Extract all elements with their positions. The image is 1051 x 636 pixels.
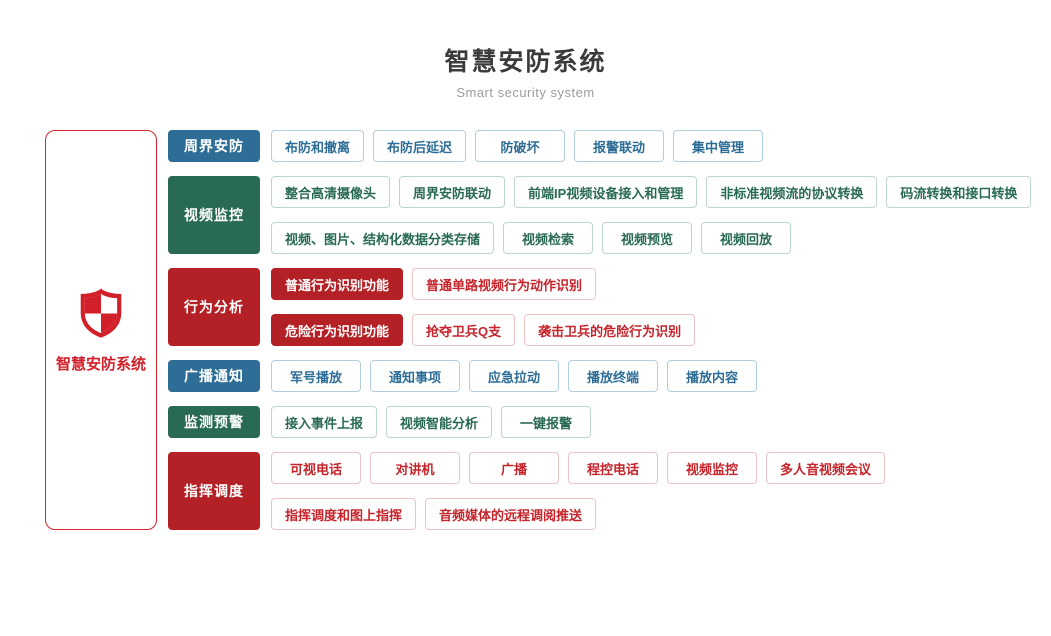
feature-item: 程控电话 bbox=[568, 452, 658, 484]
feature-item: 可视电话 bbox=[271, 452, 361, 484]
feature-item: 集中管理 bbox=[673, 130, 764, 162]
feature-item: 视频预览 bbox=[602, 222, 693, 254]
feature-lines: 军号播放通知事项应急拉动播放终端播放内容 bbox=[271, 360, 757, 392]
feature-line: 视频、图片、结构化数据分类存储视频检索视频预览视频回放 bbox=[271, 222, 1031, 254]
feature-item: 广播 bbox=[469, 452, 559, 484]
page-title: 智慧安防系统 bbox=[444, 48, 607, 76]
feature-line: 可视电话对讲机广播程控电话视频监控多人音视频会议 bbox=[271, 452, 886, 484]
feature-item: 防破坏 bbox=[475, 130, 566, 162]
feature-item: 整合高清摄像头 bbox=[271, 176, 391, 208]
feature-item: 视频检索 bbox=[503, 222, 594, 254]
feature-item: 视频回放 bbox=[701, 222, 792, 254]
feature-line: 普通行为识别功能普通单路视频行为动作识别 bbox=[271, 268, 695, 300]
feature-item: 播放内容 bbox=[667, 360, 757, 392]
feature-row-1: 周界安防布防和撤离布防后延迟防破坏报警联动集中管理 bbox=[168, 130, 1031, 162]
feature-line: 整合高清摄像头周界安防联动前端IP视频设备接入和管理非标准视频流的协议转换码流转… bbox=[271, 176, 1032, 208]
feature-lines: 布防和撤离布防后延迟防破坏报警联动集中管理 bbox=[271, 130, 764, 162]
feature-lines: 可视电话对讲机广播程控电话视频监控多人音视频会议指挥调度和图上指挥音频媒体的远程… bbox=[271, 452, 886, 530]
root-label: 智慧安防系统 bbox=[55, 355, 146, 373]
feature-row-3: 行为分析普通行为识别功能普通单路视频行为动作识别危险行为识别功能抢夺卫兵Q支袭击… bbox=[168, 268, 1031, 346]
page-header: 智慧安防系统 Smart security system bbox=[0, 0, 1051, 100]
feature-line: 指挥调度和图上指挥音频媒体的远程调阅推送 bbox=[271, 498, 885, 530]
feature-item: 布防后延迟 bbox=[373, 130, 467, 162]
feature-item: 周界安防联动 bbox=[399, 176, 506, 208]
feature-row-4: 广播通知军号播放通知事项应急拉动播放终端播放内容 bbox=[168, 360, 1031, 392]
feature-item: 音频媒体的远程调阅推送 bbox=[425, 498, 597, 530]
feature-line: 布防和撤离布防后延迟防破坏报警联动集中管理 bbox=[271, 130, 764, 162]
feature-item: 军号播放 bbox=[271, 360, 361, 392]
feature-item: 视频智能分析 bbox=[386, 406, 493, 438]
feature-item: 报警联动 bbox=[574, 130, 665, 162]
shield-icon bbox=[80, 288, 122, 338]
feature-row-6: 指挥调度可视电话对讲机广播程控电话视频监控多人音视频会议指挥调度和图上指挥音频媒… bbox=[168, 452, 1031, 530]
category-block: 指挥调度 bbox=[168, 452, 260, 530]
root-panel: 智慧安防系统 bbox=[45, 130, 157, 530]
feature-rows: 周界安防布防和撤离布防后延迟防破坏报警联动集中管理视频监控整合高清摄像头周界安防… bbox=[168, 130, 1032, 530]
feature-lines: 整合高清摄像头周界安防联动前端IP视频设备接入和管理非标准视频流的协议转换码流转… bbox=[271, 176, 1032, 254]
feature-item: 码流转换和接口转换 bbox=[886, 176, 1032, 208]
feature-item: 普通行为识别功能 bbox=[271, 268, 404, 300]
feature-item: 袭击卫兵的危险行为识别 bbox=[524, 314, 696, 346]
feature-item: 前端IP视频设备接入和管理 bbox=[514, 176, 698, 208]
feature-item: 危险行为识别功能 bbox=[271, 314, 404, 346]
feature-diagram: 智慧安防系统 周界安防布防和撤离布防后延迟防破坏报警联动集中管理视频监控整合高清… bbox=[0, 100, 1051, 530]
feature-line: 接入事件上报视频智能分析一键报警 bbox=[271, 406, 592, 438]
feature-lines: 普通行为识别功能普通单路视频行为动作识别危险行为识别功能抢夺卫兵Q支袭击卫兵的危… bbox=[271, 268, 696, 346]
feature-item: 布防和撤离 bbox=[271, 130, 365, 162]
feature-item: 接入事件上报 bbox=[271, 406, 378, 438]
category-block: 行为分析 bbox=[168, 268, 260, 346]
feature-item: 视频、图片、结构化数据分类存储 bbox=[271, 222, 495, 254]
feature-item: 指挥调度和图上指挥 bbox=[271, 498, 417, 530]
feature-item: 对讲机 bbox=[370, 452, 460, 484]
feature-item: 抢夺卫兵Q支 bbox=[412, 314, 516, 346]
feature-item: 播放终端 bbox=[568, 360, 658, 392]
feature-item: 一键报警 bbox=[501, 406, 592, 438]
feature-item: 通知事项 bbox=[370, 360, 460, 392]
feature-lines: 接入事件上报视频智能分析一键报警 bbox=[271, 406, 592, 438]
category-block: 视频监控 bbox=[168, 176, 260, 254]
feature-row-5: 监测预警接入事件上报视频智能分析一键报警 bbox=[168, 406, 1031, 438]
feature-item: 普通单路视频行为动作识别 bbox=[412, 268, 597, 300]
feature-item: 应急拉动 bbox=[469, 360, 559, 392]
feature-item: 多人音视频会议 bbox=[766, 452, 886, 484]
feature-item: 非标准视频流的协议转换 bbox=[706, 176, 878, 208]
category-block: 周界安防 bbox=[168, 130, 260, 162]
feature-line: 危险行为识别功能抢夺卫兵Q支袭击卫兵的危险行为识别 bbox=[271, 314, 696, 346]
feature-line: 军号播放通知事项应急拉动播放终端播放内容 bbox=[271, 360, 757, 392]
feature-item: 视频监控 bbox=[667, 452, 757, 484]
category-block: 广播通知 bbox=[168, 360, 260, 392]
category-block: 监测预警 bbox=[168, 406, 260, 438]
page-subtitle: Smart security system bbox=[456, 85, 595, 100]
feature-row-2: 视频监控整合高清摄像头周界安防联动前端IP视频设备接入和管理非标准视频流的协议转… bbox=[168, 176, 1032, 254]
